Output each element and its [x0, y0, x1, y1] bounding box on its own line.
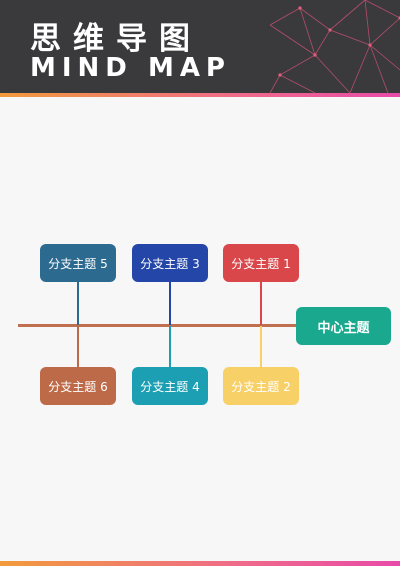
connector-branch-1 — [260, 281, 262, 325]
header-accent-bar — [0, 93, 400, 97]
connector-branch-6 — [77, 326, 79, 368]
connector-branch-2 — [260, 326, 262, 368]
central-topic[interactable]: 中心主题 — [296, 307, 391, 345]
main-spine-line — [18, 324, 298, 327]
footer-accent-bar — [0, 561, 400, 566]
connector-branch-5 — [77, 281, 79, 325]
branch-topic-2[interactable]: 分支主题 2 — [223, 367, 299, 405]
page-title-english: MIND MAP — [30, 53, 231, 83]
page-title-chinese: 思维导图 — [30, 21, 202, 57]
branch-topic-1[interactable]: 分支主题 1 — [223, 244, 299, 282]
branch-topic-3[interactable]: 分支主题 3 — [132, 244, 208, 282]
branch-topic-6[interactable]: 分支主题 6 — [40, 367, 116, 405]
branch-topic-4[interactable]: 分支主题 4 — [132, 367, 208, 405]
header-banner: 思维导图 MIND MAP — [0, 0, 400, 93]
geometric-pattern-decoration — [270, 0, 400, 93]
connector-branch-4 — [169, 326, 171, 368]
branch-topic-5[interactable]: 分支主题 5 — [40, 244, 116, 282]
connector-branch-3 — [169, 281, 171, 325]
